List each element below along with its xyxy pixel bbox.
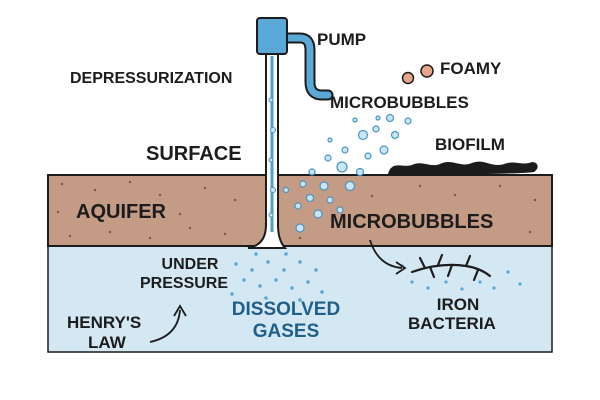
bacteria-label: BACTERIA xyxy=(408,314,496,333)
well-pipe xyxy=(247,51,288,249)
bacteria-arrow xyxy=(369,239,403,269)
aquifer-label: AQUIFER xyxy=(76,201,166,223)
depressurization-label: DEPRESSURIZATION xyxy=(70,70,233,87)
dissolved-gas-dots xyxy=(230,252,324,302)
surface-label: SURFACE xyxy=(146,143,242,165)
under-label: UNDER xyxy=(161,256,219,273)
bacteria-arrowhead xyxy=(395,261,407,275)
henrys-law-arrow xyxy=(149,309,181,343)
pipe-bubbles xyxy=(268,97,276,218)
iron-bacteria-filaments xyxy=(410,253,492,282)
pressure-label: PRESSURE xyxy=(140,275,229,292)
biofilm-label: BIOFILM xyxy=(435,135,505,154)
gases-label: GASES xyxy=(252,321,320,342)
pump-label: PUMP xyxy=(317,30,367,49)
henrys-label: HENRY'S xyxy=(67,313,142,332)
henrys-law-arrowhead xyxy=(173,304,187,317)
foamy-label: FOAMY xyxy=(440,59,502,78)
foam-bubble xyxy=(420,64,434,78)
microbubbles-aquifer-label: MICROBUBBLES xyxy=(330,211,494,233)
foam-bubble xyxy=(401,71,415,85)
aquifer-layer xyxy=(47,174,553,247)
outlet-pipe-fill xyxy=(281,34,332,99)
soil-speckles xyxy=(56,180,537,240)
microbubbles-top-label: MICROBUBBLES xyxy=(330,93,469,112)
law-label: LAW xyxy=(88,333,126,352)
iron-label: IRON xyxy=(436,295,480,314)
dissolved-label: DISSOLVED xyxy=(231,299,341,320)
surface-microbubbles xyxy=(308,113,412,177)
aquifer-microbubbles xyxy=(282,180,356,233)
pump-body xyxy=(256,17,288,55)
biofilm xyxy=(388,161,538,176)
